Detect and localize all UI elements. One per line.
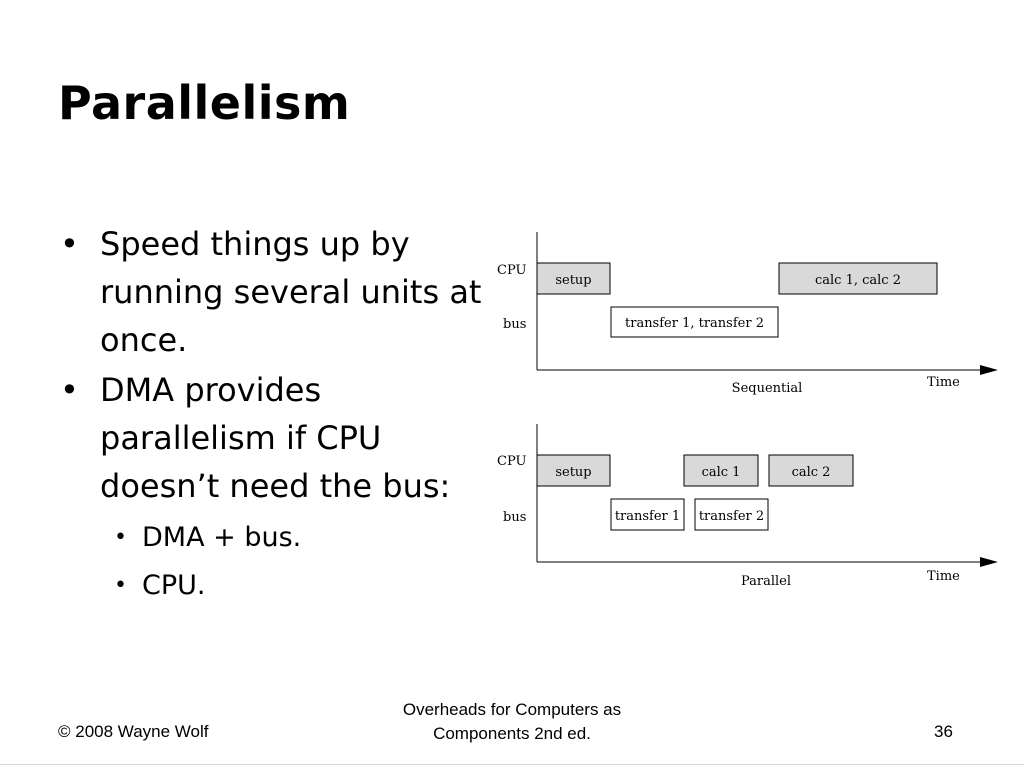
sequential-transfer-block bbox=[610, 306, 779, 338]
sub-bullet-list: DMA + bus. CPU. bbox=[100, 514, 498, 610]
parallel-cpu-label: CPU bbox=[497, 454, 526, 469]
parallel-time-arrowhead bbox=[980, 557, 998, 567]
footer-course-line: Overheads for Computers as bbox=[402, 700, 622, 719]
sequential-calc-block bbox=[778, 262, 938, 295]
bullet-list: Speed things up by running several units… bbox=[58, 220, 498, 612]
footer-course-line: Components 2nd ed. bbox=[433, 724, 591, 743]
footer-copyright: © 2008 Wayne Wolf bbox=[58, 722, 209, 741]
sub-bullet-item: CPU. bbox=[112, 562, 498, 610]
parallel-transfer2-block bbox=[694, 498, 769, 531]
parallel-time-label: Time bbox=[927, 569, 960, 584]
slide-title: Parallelism bbox=[58, 76, 351, 130]
parallel-calc1-block bbox=[683, 454, 759, 487]
footer-page-number: 36 bbox=[934, 722, 953, 741]
sequential-bus-label: bus bbox=[503, 317, 526, 332]
sequential-transfer-label: transfer 1, transfer 2 bbox=[625, 316, 764, 331]
parallel-transfer2-label: transfer 2 bbox=[699, 509, 764, 524]
footer-course-title: Overheads for Computers as Components 2n… bbox=[362, 698, 662, 746]
sequential-time-arrowhead bbox=[980, 365, 998, 375]
bullet-item: Speed things up by running several units… bbox=[58, 220, 498, 364]
sequential-diagram: CPU bus setup calc 1, calc 2 transfer 1,… bbox=[497, 232, 998, 396]
bottom-divider bbox=[0, 764, 1024, 765]
parallel-transfer1-label: transfer 1 bbox=[615, 509, 680, 524]
parallel-setup-block bbox=[536, 454, 611, 487]
parallel-caption: Parallel bbox=[741, 574, 791, 589]
parallel-calc2-label: calc 2 bbox=[792, 465, 831, 480]
sub-bullet-item: DMA + bus. bbox=[112, 514, 498, 562]
sequential-setup-block bbox=[536, 262, 611, 295]
parallel-setup-label: setup bbox=[555, 465, 591, 480]
sequential-calc-label: calc 1, calc 2 bbox=[815, 273, 901, 288]
parallel-calc1-label: calc 1 bbox=[702, 465, 741, 480]
sequential-setup-label: setup bbox=[555, 273, 591, 288]
sequential-caption: Sequential bbox=[732, 381, 803, 396]
bullet-text: DMA provides parallelism if CPU doesn’t … bbox=[100, 371, 451, 505]
bullet-text: Speed things up by running several units… bbox=[100, 225, 482, 359]
parallel-calc2-block bbox=[768, 454, 854, 487]
sequential-time-label: Time bbox=[927, 375, 960, 390]
parallel-transfer1-block bbox=[610, 498, 685, 531]
bullet-item: DMA provides parallelism if CPU doesn’t … bbox=[58, 366, 498, 610]
sequential-cpu-label: CPU bbox=[497, 263, 526, 278]
parallel-diagram: CPU bus setup calc 1 calc 2 transfer 1 t… bbox=[497, 424, 998, 589]
parallel-bus-label: bus bbox=[503, 510, 526, 525]
